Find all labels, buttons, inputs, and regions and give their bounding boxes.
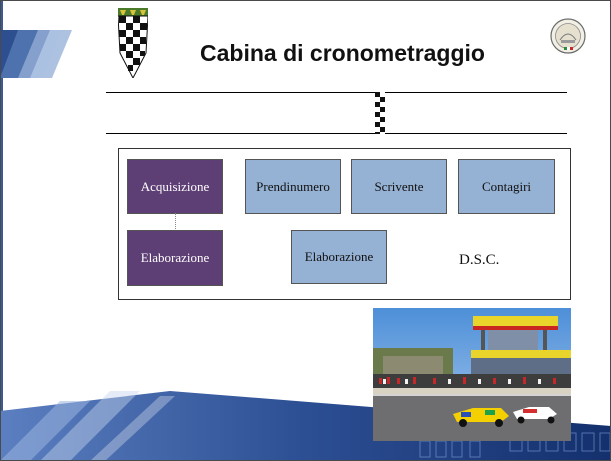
elaborazione-left-box: Elaborazione xyxy=(127,230,223,286)
acquisizione-box: Acquisizione xyxy=(127,159,223,214)
checkered-shield-logo xyxy=(118,8,148,78)
dsc-label: D.S.C. xyxy=(459,252,500,268)
page-title: Cabina di cronometraggio xyxy=(200,40,485,66)
prendinumero-box: Prendinumero xyxy=(245,159,341,214)
circular-seal-logo xyxy=(550,18,586,54)
scrivente-box: Scrivente xyxy=(351,159,447,214)
bottom-decorative-band xyxy=(0,391,611,461)
contagiri-box: Contagiri xyxy=(458,159,555,214)
race-track-photo xyxy=(373,308,571,441)
header-top-line xyxy=(106,92,567,93)
checkered-flag-strip xyxy=(375,92,385,134)
elaborazione-center-box: Elaborazione xyxy=(291,230,387,284)
acquisizione-elaborazione-connector xyxy=(175,213,176,231)
decorative-stripes xyxy=(0,30,72,78)
left-accent-bar xyxy=(0,0,3,461)
header-bottom-line xyxy=(106,133,567,134)
